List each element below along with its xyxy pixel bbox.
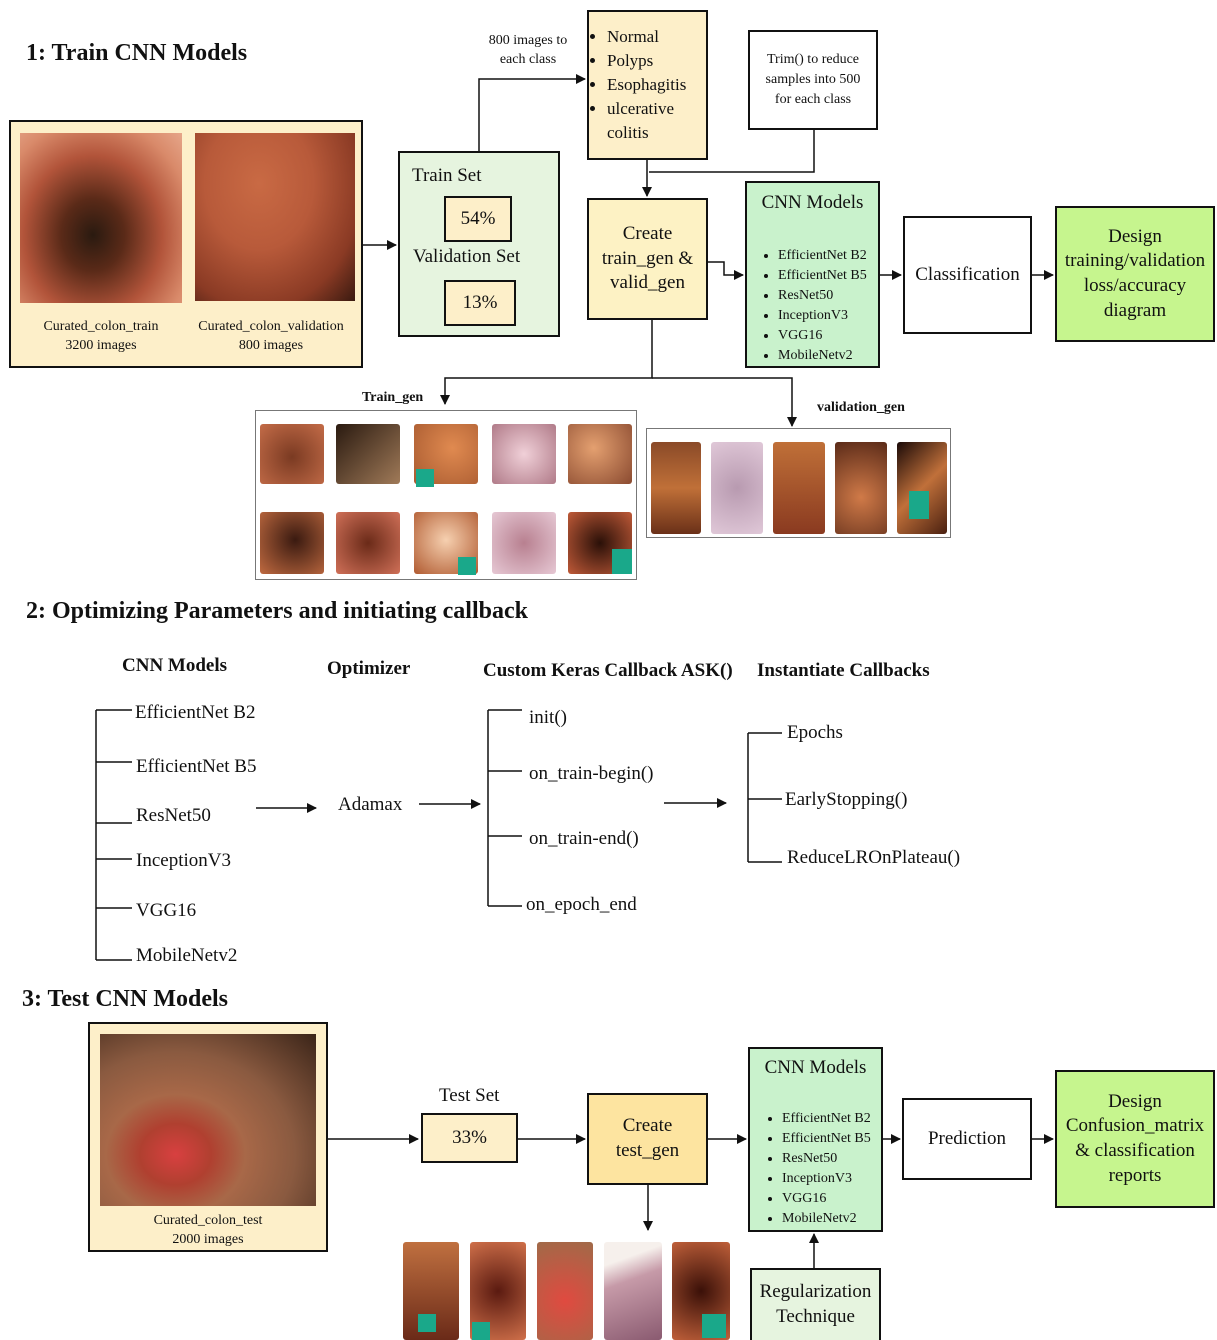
- connectors: [0, 0, 1217, 1340]
